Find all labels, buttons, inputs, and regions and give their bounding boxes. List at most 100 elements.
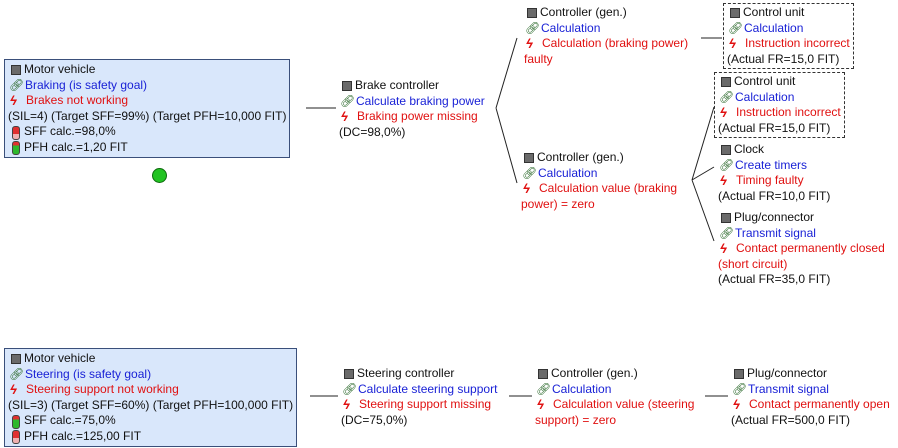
function-link-icon: 🔗︎ [732,381,748,396]
function-link-icon: 🔗︎ [719,157,735,172]
function-link-icon: 🔗︎ [340,93,356,108]
component-square-icon [521,150,537,165]
failure-lightning-icon: ϟ [343,397,350,413]
failure-label: Timing faulty [736,173,804,188]
component-square-icon [718,142,734,157]
component-square-icon [727,5,743,20]
function-label: Calculate steering support [358,381,498,396]
component-square-icon [341,366,357,381]
failure-label: Calculation (braking power) [542,36,689,51]
failure-lightning-icon: ϟ [729,36,736,52]
failure-label: Instruction incorrect [745,36,850,51]
node-control-unit-b[interactable]: Control unit 🔗︎Calculation ϟ Instruction … [714,72,845,139]
component-label: Control unit [743,5,805,19]
root-node-braking[interactable]: Motor vehicle 🔗︎Braking (is safety goal)… [4,59,291,158]
function-label: Steering (is safety goal) [25,366,152,381]
function-link-icon: 🔗︎ [9,366,25,381]
sff-label: SFF calc.=75,0% [24,413,116,428]
node-brake-controller[interactable]: Brake controller 🔗︎Calculate braking pow… [339,78,485,140]
node-controller-gen-b[interactable]: Controller (gen.) 🔗︎Calculation ϟ Calcula… [521,150,677,212]
component-label: Brake controller [355,78,440,92]
function-link-icon: 🔗︎ [536,381,552,396]
failure-lightning-icon: ϟ [720,173,727,189]
root-node-steering[interactable]: Motor vehicle 🔗︎Steering (is safety goal… [4,348,298,447]
failure-lightning-icon: ϟ [733,397,740,413]
failure-label: Contact permanently closed [736,241,885,256]
function-link-icon: 🔗︎ [525,20,541,35]
failure-label-cont: power) = zero [521,196,595,211]
function-label: Calculation [735,89,795,104]
dc-label: (DC=98,0%) [339,124,406,139]
pfh-label: PFH calc.=125,00 FIT [24,428,142,443]
component-label: Steering controller [357,366,455,380]
battery-indicator-icon [8,414,24,429]
failure-label: Braking power missing [357,109,478,124]
function-label: Braking (is safety goal) [25,77,148,92]
failure-label-cont: faulty [524,51,553,66]
function-label: Calculation [744,20,804,35]
function-label: Calculate braking power [356,93,485,108]
component-label: Clock [734,142,765,156]
fr-label: (Actual FR=35,0 FIT) [718,272,831,287]
function-link-icon: 🔗︎ [728,20,744,35]
failure-lightning-icon: ϟ [720,241,727,257]
dc-label: (DC=75,0%) [341,412,408,427]
component-label: Controller (gen.) [537,150,624,164]
failure-label: Steering support not working [26,382,179,397]
component-label: Control unit [734,74,796,88]
node-steering-controller[interactable]: Steering controller 🔗︎Calculate steering… [341,366,497,428]
component-label: Plug/connector [734,210,815,224]
function-link-icon: 🔗︎ [719,225,735,240]
component-square-icon [524,5,540,20]
failure-lightning-icon: ϟ [10,382,17,398]
status-dot-icon [152,168,167,183]
pfh-label: PFH calc.=1,20 FIT [24,139,128,154]
battery-indicator-icon [8,429,24,445]
function-label: Transmit signal [748,381,829,396]
connector-brake-controllers [495,37,518,184]
fr-label: (Actual FR=15,0 FIT) [718,120,831,135]
targets-label: (SIL=4) (Target SFF=99%) (Target PFH=10,… [8,108,287,123]
failure-label: Contact permanently open [749,397,890,412]
fr-label: (Actual FR=10,0 FIT) [718,188,831,203]
function-link-icon: 🔗︎ [9,77,25,92]
function-link-icon: 🔗︎ [342,381,358,396]
node-control-unit-a[interactable]: Control unit 🔗︎Calculation ϟ Instruction … [723,3,854,70]
failure-label-cont: (short circuit) [718,256,788,271]
component-square-icon [718,74,734,89]
failure-lightning-icon: ϟ [720,105,727,121]
function-label: Calculation [538,165,598,180]
component-square-icon [718,210,734,225]
component-square-icon [8,351,24,366]
component-label: Controller (gen.) [551,366,638,380]
battery-indicator-icon [8,140,24,156]
failure-label: Brakes not working [26,93,129,108]
node-controller-gen-c[interactable]: Controller (gen.) 🔗︎Calculation ϟ Calcula… [535,366,694,428]
function-link-icon: 🔗︎ [522,165,538,180]
component-square-icon [535,366,551,381]
failure-lightning-icon: ϟ [526,36,533,52]
failure-label: Calculation value (steering [553,397,695,412]
failure-label: Instruction incorrect [736,105,841,120]
component-square-icon [731,366,747,381]
fr-label: (Actual FR=15,0 FIT) [727,51,840,66]
function-link-icon: 🔗︎ [719,89,735,104]
component-square-icon [8,62,24,77]
node-controller-gen-a[interactable]: Controller (gen.) 🔗︎Calculation ϟ Calcula… [524,5,688,67]
sff-label: SFF calc.=98,0% [24,124,116,139]
failure-lightning-icon: ϟ [537,397,544,413]
function-label: Create timers [735,157,808,172]
failure-lightning-icon: ϟ [523,181,530,197]
function-label: Calculation [552,381,612,396]
component-square-icon [339,78,355,93]
failure-lightning-icon: ϟ [341,109,348,125]
failure-lightning-icon: ϟ [10,93,17,109]
failure-label: Calculation value (braking [539,181,678,196]
function-label: Calculation [541,20,601,35]
node-clock[interactable]: Clock 🔗︎Create timers ϟ Timing faulty (Ac… [718,142,830,204]
component-label: Controller (gen.) [540,5,627,19]
targets-label: (SIL=3) (Target SFF=60%) (Target PFH=100… [8,397,294,412]
